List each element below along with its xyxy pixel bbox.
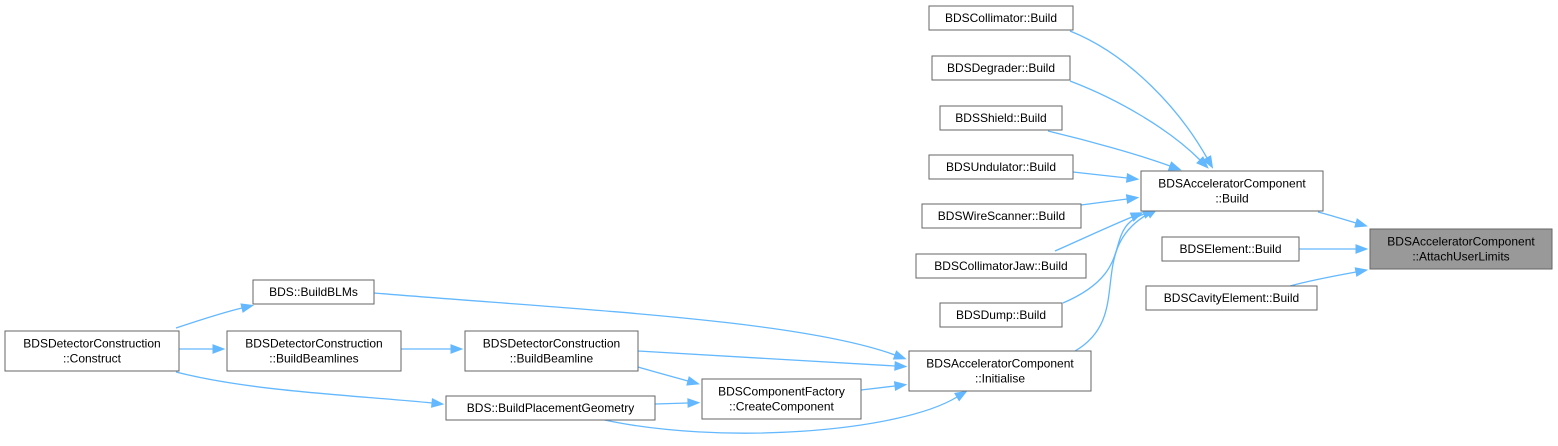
node-label-line: BDS::BuildBLMs (269, 285, 358, 299)
edge-buildbeamlines-to-buildbeamline (401, 344, 464, 354)
edge-cavity_build-to-attach (1289, 267, 1369, 287)
node-box (4, 330, 180, 372)
node-label-line: BDSCollimator::Build (945, 11, 1057, 25)
node-attach[interactable]: BDSAcceleratorComponent::AttachUserLimit… (1369, 228, 1553, 270)
node-label-line: ::Initialise (975, 372, 1025, 386)
edge-element_build-to-attach (1299, 244, 1369, 254)
node-cavity-build[interactable]: BDSCavityElement::Build (1145, 285, 1318, 311)
node-label-line: BDSElement::Build (1179, 242, 1281, 256)
node-box (939, 105, 1063, 131)
node-acc-build[interactable]: BDSAcceleratorComponent::Build (1140, 170, 1324, 212)
edge-buildblms-to-acc_init (373, 292, 907, 360)
node-collimator-build[interactable]: BDSCollimator::Build (928, 5, 1074, 31)
edge-buildbeamline-to-createcomponent (637, 366, 700, 386)
edge-buildbeamline-to-acc_init (637, 350, 908, 371)
edge-construct-to-buildplacement (175, 371, 445, 408)
node-box (1161, 236, 1300, 262)
node-label-line: BDSDegrader::Build (947, 61, 1055, 75)
node-box (252, 279, 375, 305)
node-label-line: BDS::BuildPlacementGeometry (467, 401, 634, 415)
node-label-line: BDSAcceleratorComponent (1158, 177, 1306, 191)
node-label-line: BDSDump::Build (956, 308, 1046, 322)
node-buildbeamline[interactable]: BDSDetectorConstruction::BuildBeamline (464, 330, 639, 372)
node-box (1140, 170, 1324, 212)
node-label-line: BDSComponentFactory (718, 385, 845, 399)
node-label-line: BDSWireScanner::Build (938, 209, 1065, 223)
edge-degrader_build-to-acc_build (1069, 80, 1209, 169)
node-label-line: BDSAcceleratorComponent (926, 357, 1074, 371)
node-box (928, 154, 1074, 180)
node-box (1369, 228, 1553, 270)
node-box (226, 330, 402, 372)
node-label-line: ::BuildBeamlines (269, 352, 358, 366)
node-createcomponent[interactable]: BDSComponentFactory::CreateComponent (701, 378, 862, 420)
node-shield-build[interactable]: BDSShield::Build (939, 105, 1063, 131)
node-box (1145, 285, 1318, 311)
edge-collimator_build-to-acc_build (1069, 30, 1214, 169)
node-label-line: BDSShield::Build (955, 111, 1046, 125)
node-buildbeamlines[interactable]: BDSDetectorConstruction::BuildBeamlines (226, 330, 402, 372)
edge-undulator_build-to-acc_build (1072, 171, 1140, 183)
node-element-build[interactable]: BDSElement::Build (1161, 236, 1300, 262)
node-wirescanner-build[interactable]: BDSWireScanner::Build (921, 203, 1082, 229)
node-degrader-build[interactable]: BDSDegrader::Build (931, 55, 1071, 81)
node-box (701, 378, 862, 420)
edge-buildplacement-to-acc_init (599, 390, 968, 434)
node-box (908, 350, 1092, 392)
node-construct[interactable]: BDSDetectorConstruction::Construct (4, 330, 180, 372)
node-label-line: BDSCollimatorJaw::Build (934, 259, 1067, 273)
edge-acc_init-to-acc_build (1074, 207, 1159, 352)
node-label-line: BDSDetectorConstruction (483, 337, 620, 351)
node-label-line: ::Construct (63, 352, 122, 366)
node-label-line: ::Build (1215, 192, 1248, 206)
edge-buildplacement-to-createcomponent (654, 398, 701, 408)
node-label-line: BDSAcceleratorComponent (1387, 235, 1535, 249)
node-box (939, 302, 1063, 328)
edge-construct-to-buildbeamlines (179, 344, 226, 354)
node-label-line: BDSDetectorConstruction (245, 337, 382, 351)
node-label-line: ::BuildBeamline (510, 352, 594, 366)
node-label-line: BDSCavityElement::Build (1164, 291, 1299, 305)
node-buildblms[interactable]: BDS::BuildBLMs (252, 279, 375, 305)
node-label-line: ::CreateComponent (729, 400, 834, 414)
call-edges (175, 30, 1369, 434)
node-undulator-build[interactable]: BDSUndulator::Build (928, 154, 1074, 180)
node-dump-build[interactable]: BDSDump::Build (939, 302, 1063, 328)
edge-wirescanner_build-to-acc_build (1080, 194, 1140, 206)
node-label-line: BDSDetectorConstruction (23, 337, 160, 351)
edge-createcomponent-to-acc_init (860, 381, 908, 391)
edge-construct-to-buildblms (175, 303, 255, 329)
call-nodes: BDSAcceleratorComponent::AttachUserLimit… (4, 5, 1553, 421)
node-buildplacement[interactable]: BDS::BuildPlacementGeometry (445, 395, 656, 421)
edge-acc_build-to-attach (1317, 211, 1368, 228)
node-box (464, 330, 639, 372)
node-acc-init[interactable]: BDSAcceleratorComponent::Initialise (908, 350, 1092, 392)
edge-shield_build-to-acc_build (1047, 130, 1182, 171)
node-label-line: ::AttachUserLimits (1412, 250, 1509, 264)
node-box (931, 55, 1071, 81)
node-collimatorjaw-build[interactable]: BDSCollimatorJaw::Build (915, 253, 1087, 279)
node-box (921, 203, 1082, 229)
node-box (928, 5, 1074, 31)
node-label-line: BDSUndulator::Build (946, 160, 1056, 174)
node-box (915, 253, 1087, 279)
node-box (445, 395, 656, 421)
